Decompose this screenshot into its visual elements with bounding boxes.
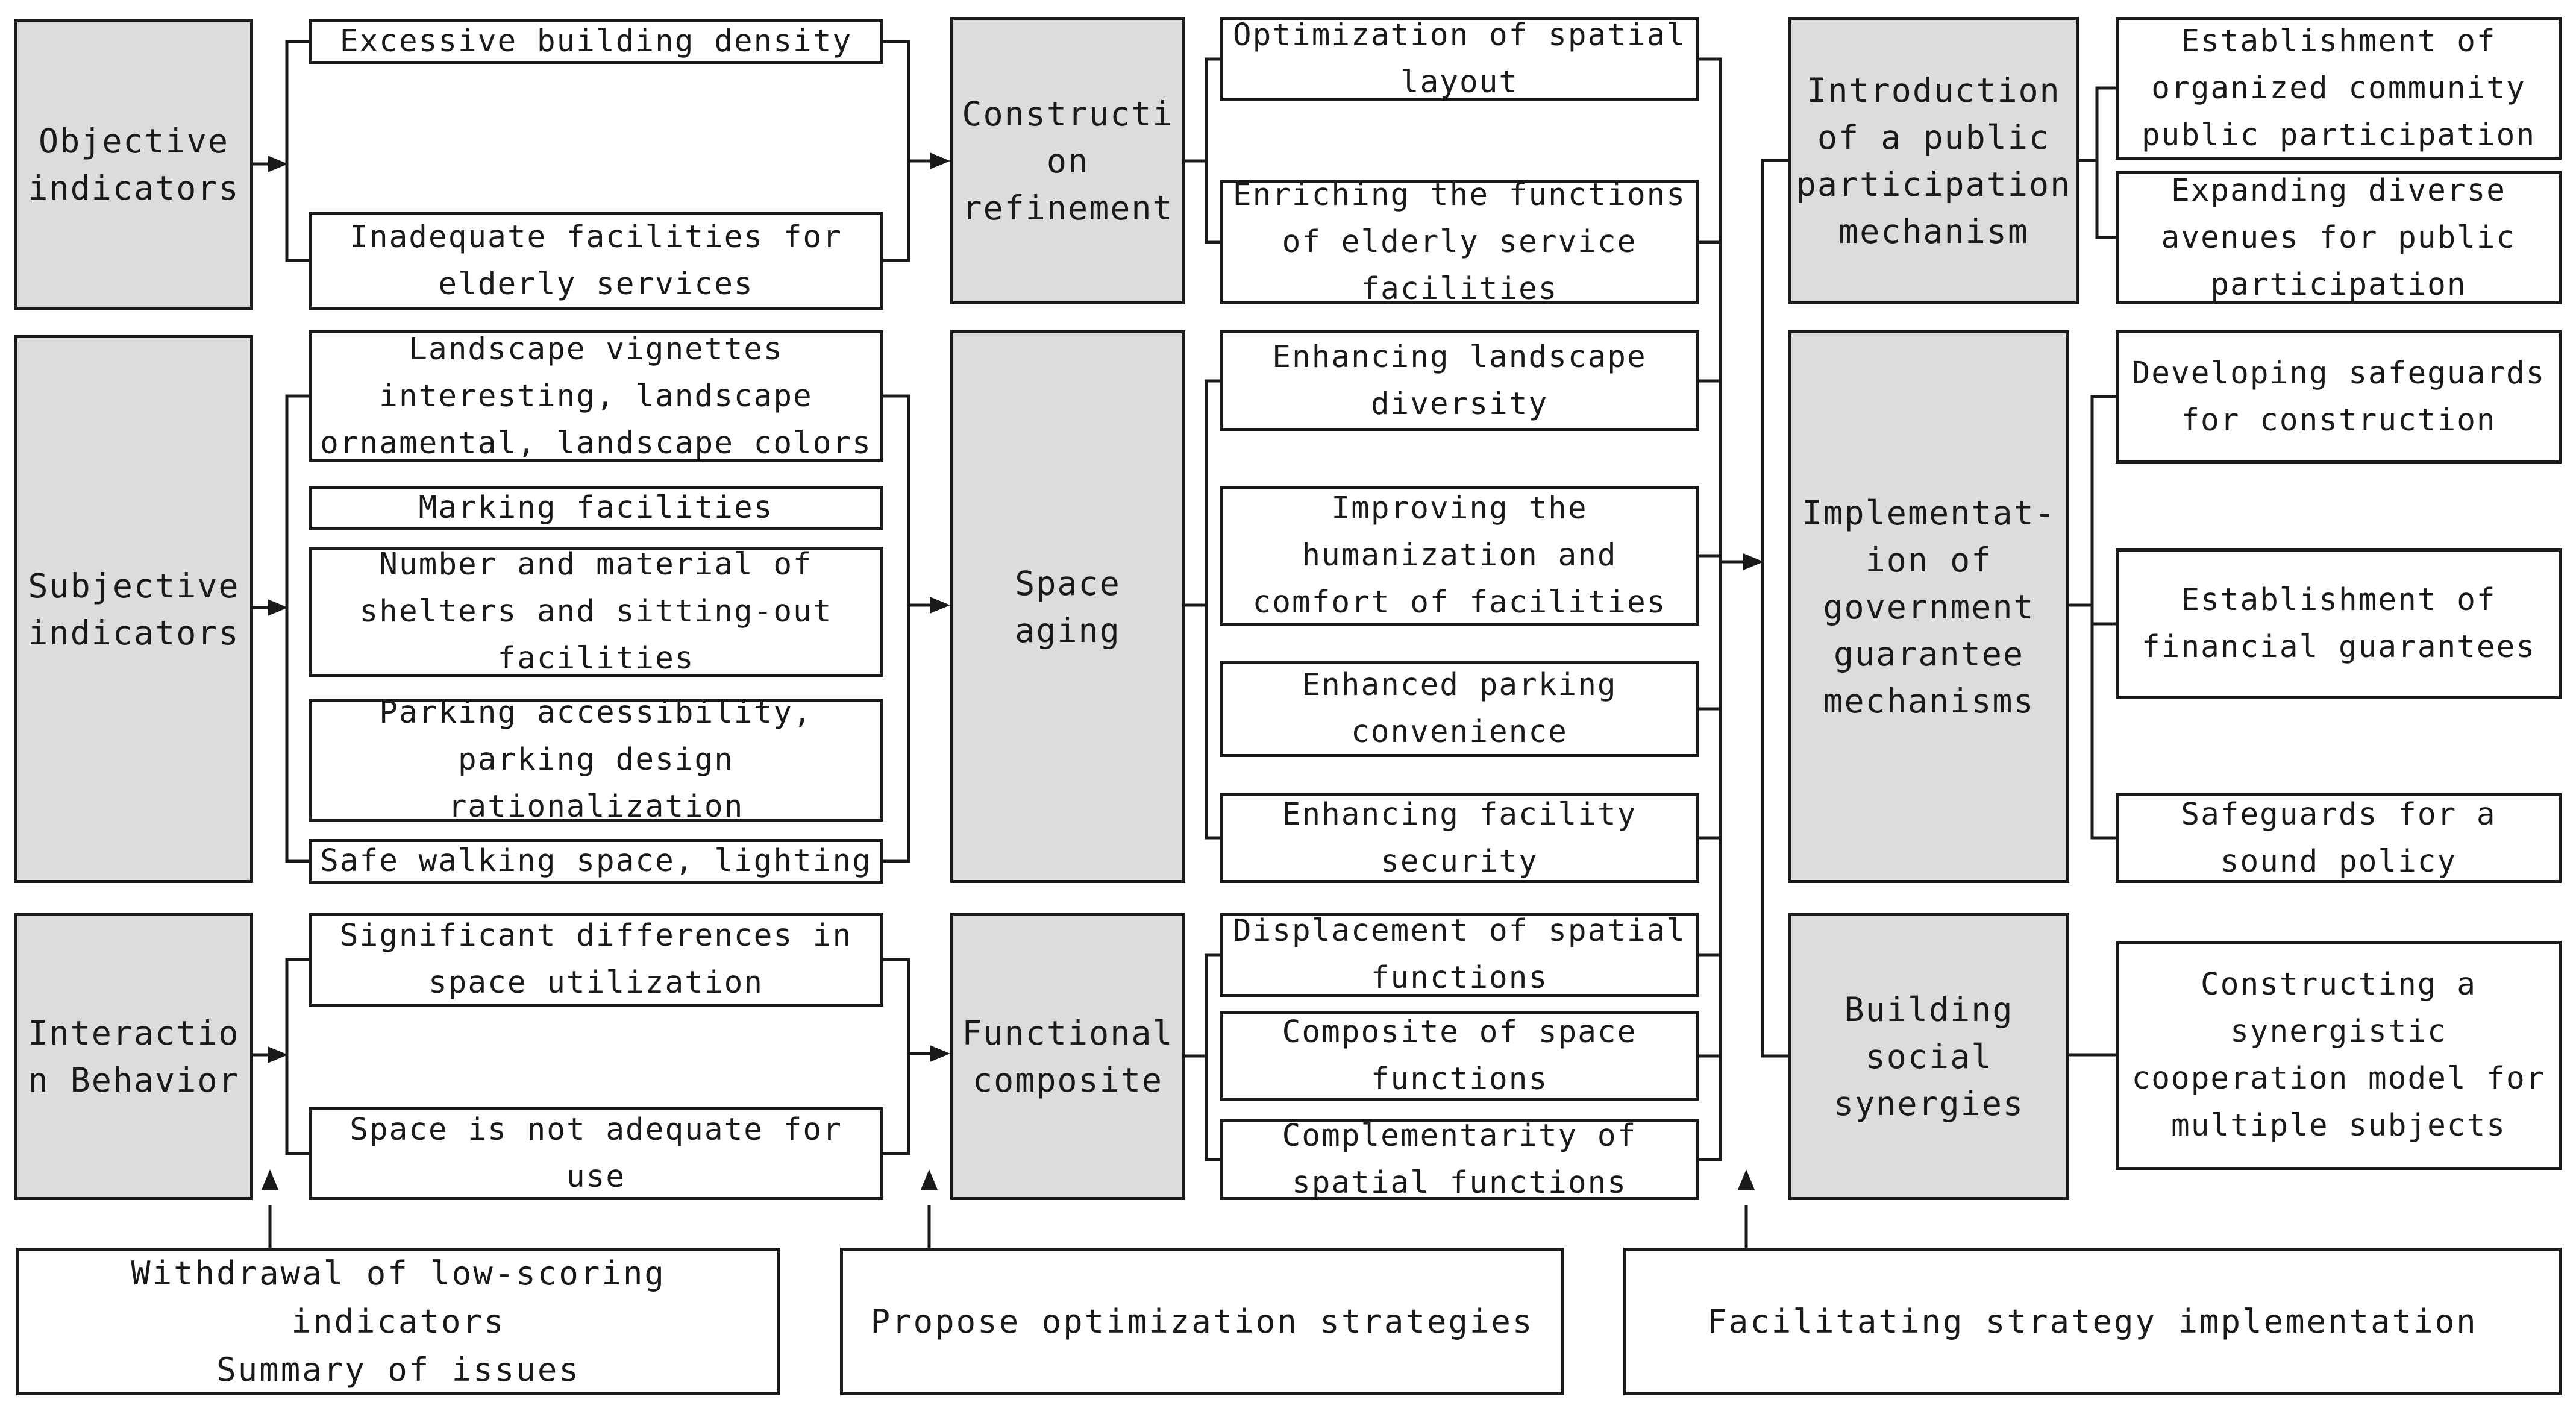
measure-elderly-functions: Enriching the functions of elderly servi…: [1220, 180, 1699, 304]
bracket-objective-issues: [285, 40, 309, 262]
measure-displacement: Displacement of spatial functions: [1220, 913, 1699, 997]
arrow-to-construction: [930, 152, 950, 169]
mechanism-public-participation: Introduction of a public participation m…: [1788, 17, 2079, 304]
arrow-subjective: [268, 599, 288, 616]
measure-humanization: Improving the humanization and comfort o…: [1220, 486, 1699, 626]
category-subjective: Subjective indicators: [14, 335, 253, 883]
arrow-objective: [268, 156, 288, 172]
mechanism-social-synergies: Building social synergies: [1788, 913, 2069, 1200]
arrow-to-functional: [930, 1045, 950, 1062]
issue-space-utilization: Significant differences in space utiliza…: [309, 913, 883, 1007]
issue-elderly-facilities: Inadequate facilities for elderly servic…: [309, 212, 883, 310]
issue-building-density: Excessive building density: [309, 19, 883, 64]
arrow-stage-3: [1738, 1169, 1755, 1190]
issue-marking-facilities: Marking facilities: [309, 486, 883, 530]
strategy-space-aging: Space aging: [950, 330, 1185, 883]
issue-shelters: Number and material of shelters and sitt…: [309, 547, 883, 677]
stage-summary-of-issues: Withdrawal of low-scoring indicators Sum…: [16, 1248, 780, 1395]
bracket-functional-measures: [1205, 953, 1220, 1161]
action-financial-guarantees: Establishment of financial guarantees: [2116, 548, 2562, 699]
bracket-interaction-issues: [285, 958, 309, 1155]
strategy-functional-composite: Functional composite: [950, 913, 1185, 1200]
bracket-subjective-right: [883, 394, 910, 863]
stage-propose-strategies: Propose optimization strategies: [840, 1248, 1564, 1395]
action-organized-participation: Establishment of organized community pub…: [2116, 17, 2562, 160]
category-interaction: Interactio n Behavior: [14, 913, 253, 1200]
measure-facility-security: Enhancing facility security: [1220, 793, 1699, 883]
bracket-aging-measures: [1205, 379, 1220, 840]
bracket-interaction-right: [883, 958, 910, 1155]
category-objective: Objective indicators: [14, 19, 253, 310]
measure-spatial-layout: Optimization of spatial layout: [1220, 17, 1699, 101]
arrow-stage-1: [262, 1169, 278, 1190]
arrow-interaction: [268, 1046, 288, 1063]
mechanism-government-guarantee: Implementat- ion of government guarantee…: [1788, 330, 2069, 883]
bracket-construction-measures: [1205, 57, 1220, 244]
measure-complementarity: Complementarity of spatial functions: [1220, 1119, 1699, 1200]
bracket-mechanisms: [1761, 159, 1788, 1058]
bracket-objective-right: [883, 40, 910, 262]
issue-parking: Parking accessibility, parking design ra…: [309, 699, 883, 822]
measure-composite: Composite of space functions: [1220, 1011, 1699, 1101]
arrow-to-aging: [930, 597, 950, 614]
action-sound-policy: Safeguards for a sound policy: [2116, 793, 2562, 883]
collector-measures: [1699, 57, 1722, 1161]
arrow-to-mechanisms: [1743, 553, 1764, 570]
bracket-public-actions: [2095, 86, 2116, 239]
issue-space-inadequate: Space is not adequate for use: [309, 1107, 883, 1200]
arrow-stage-2: [921, 1169, 938, 1190]
issue-landscape-vignettes: Landscape vignettes interesting, landsca…: [309, 330, 883, 462]
measure-parking-convenience: Enhanced parking convenience: [1220, 661, 1699, 757]
stage-facilitate-implementation: Facilitating strategy implementation: [1623, 1248, 2562, 1395]
action-cooperation-model: Constructing a synergistic cooperation m…: [2116, 941, 2562, 1170]
measure-landscape-diversity: Enhancing landscape diversity: [1220, 330, 1699, 431]
bracket-subjective-issues: [285, 394, 309, 863]
issue-safe-walking: Safe walking space, lighting: [309, 839, 883, 884]
action-diverse-avenues: Expanding diverse avenues for public par…: [2116, 171, 2562, 304]
strategy-construction-refinement: Constructi on refinement: [950, 17, 1185, 304]
action-construction-safeguards: Developing safeguards for construction: [2116, 330, 2562, 464]
bracket-government-actions: [2090, 395, 2116, 840]
